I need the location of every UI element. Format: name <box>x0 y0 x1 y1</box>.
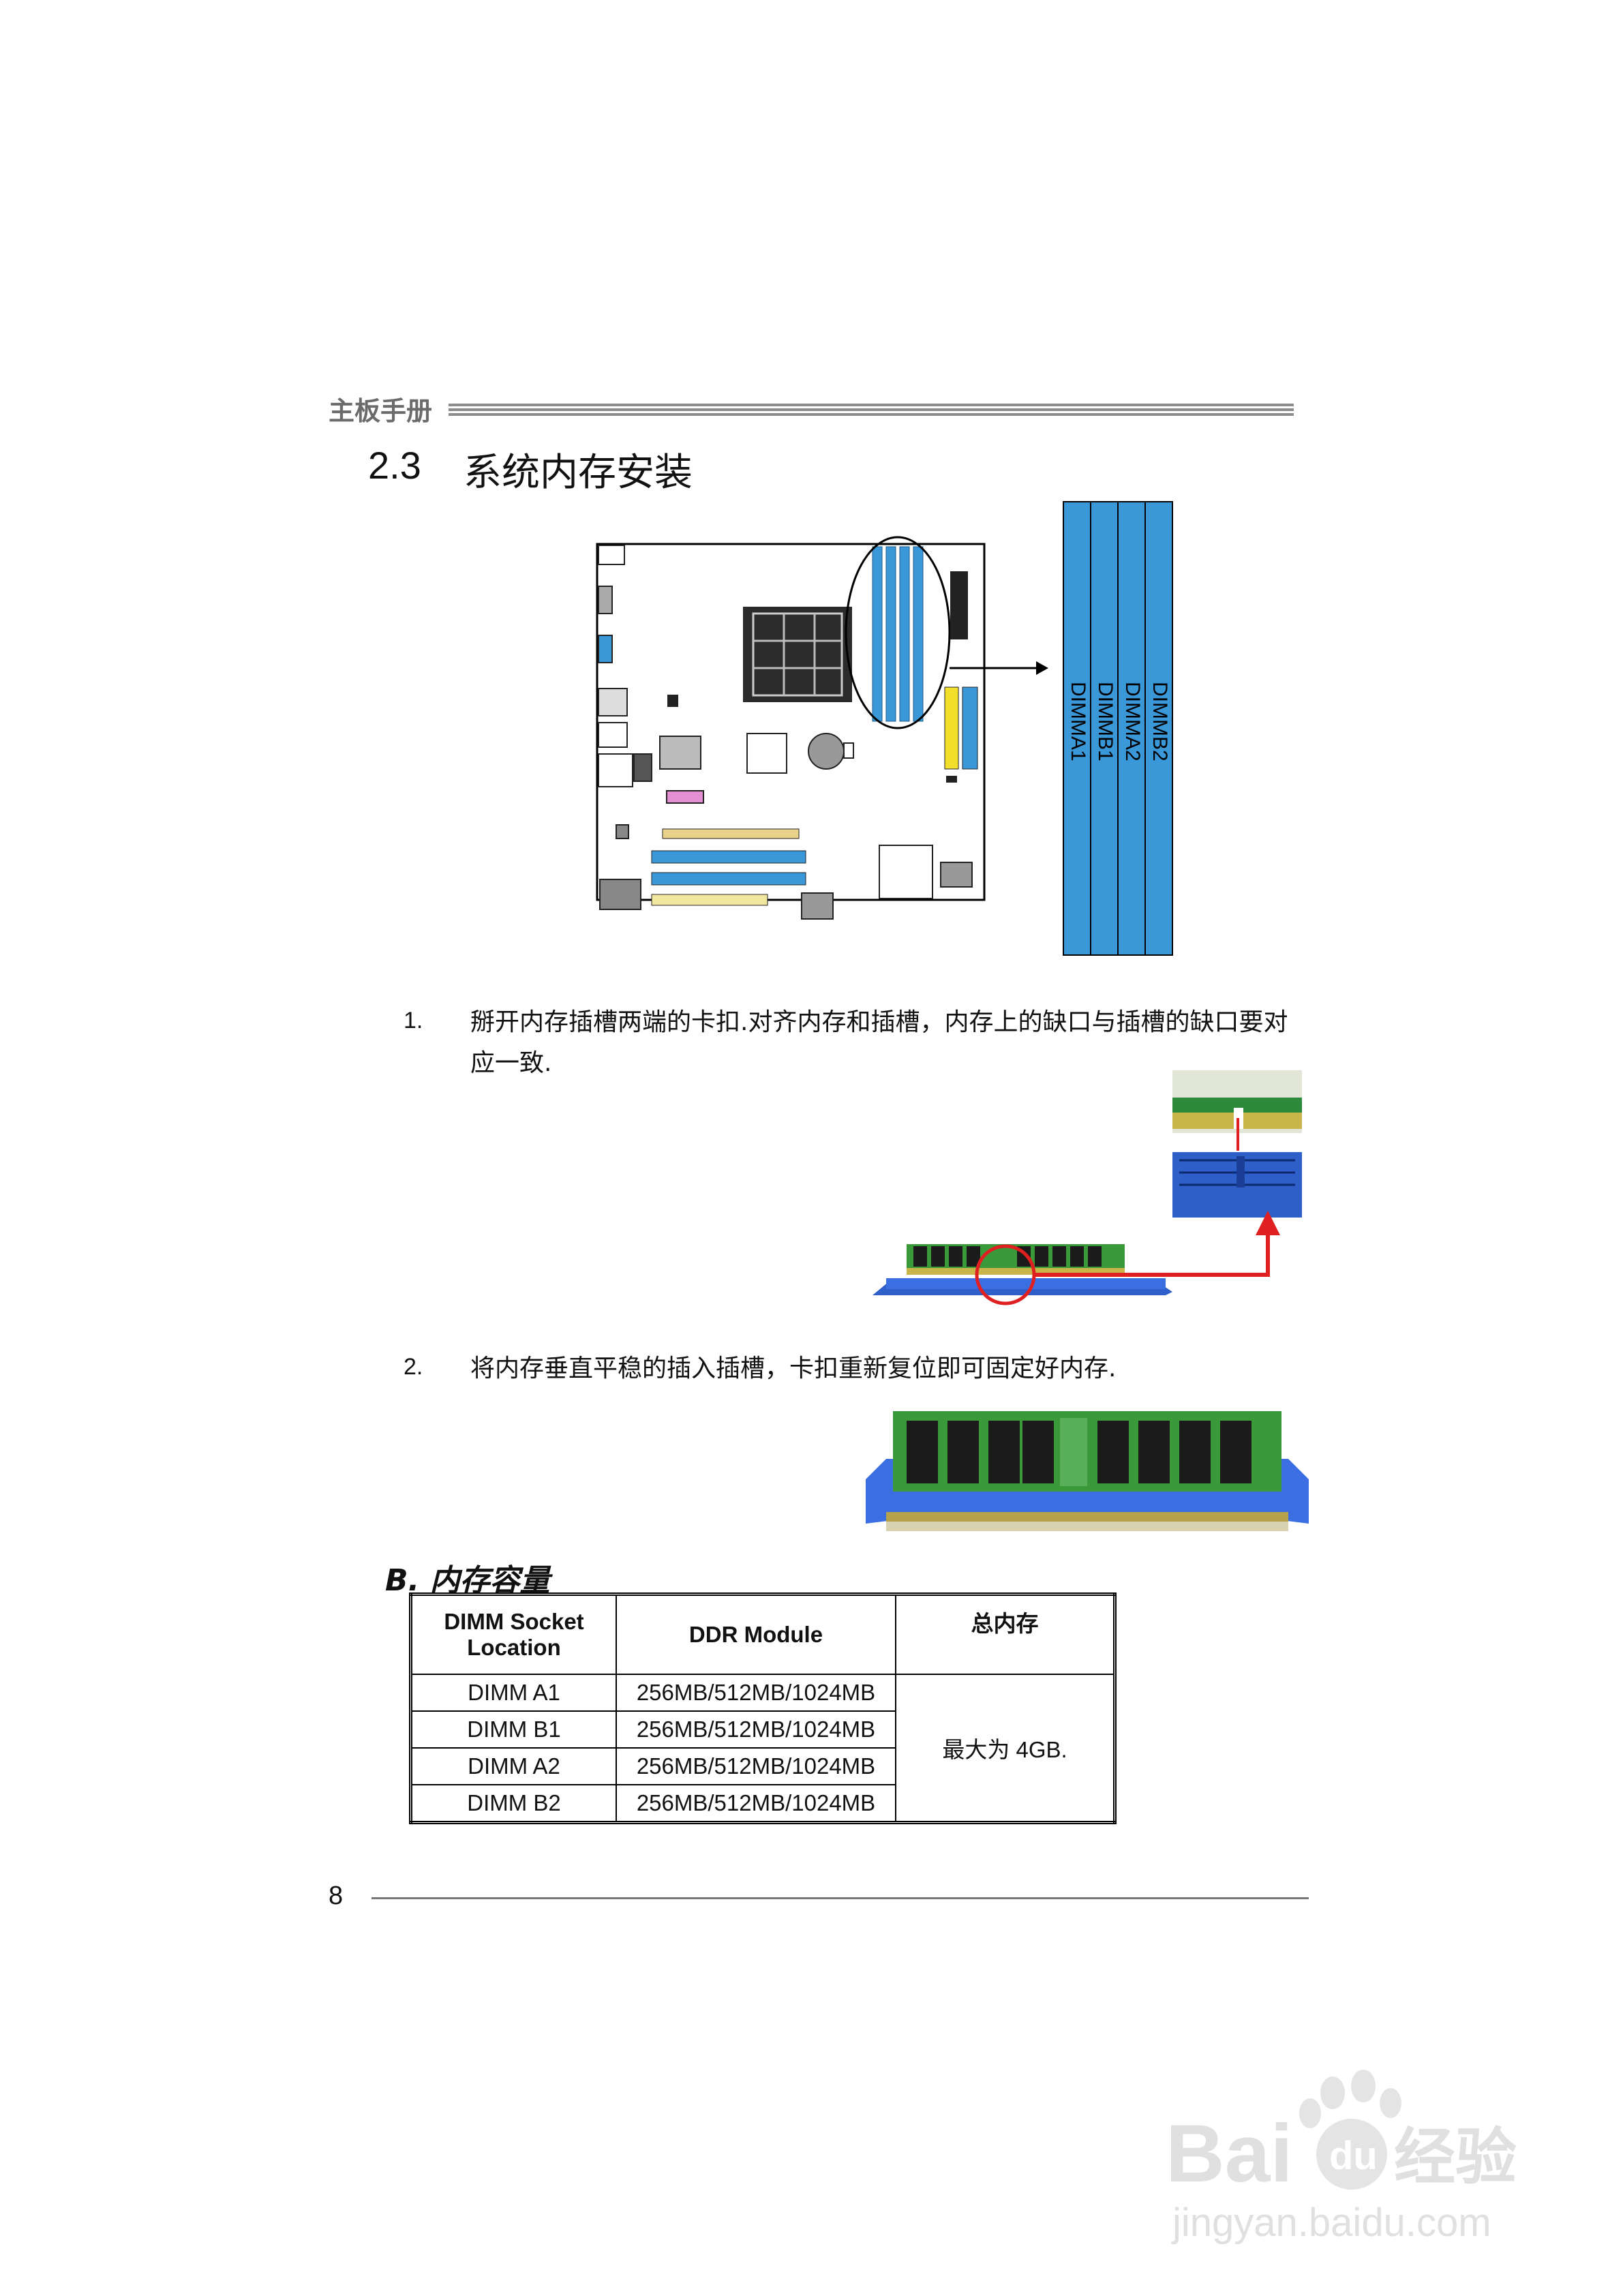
memory-chip <box>1022 1421 1054 1483</box>
memory-chip <box>988 1421 1020 1483</box>
header-location: DIMM Socket Location <box>410 1593 617 1675</box>
pointer-arrow <box>950 661 1048 675</box>
step-1-photo <box>873 1070 1302 1305</box>
baidu-watermark: Bai du 经验 jingyan.baidu.com <box>1166 2070 1517 2245</box>
slot-label-dimma2: DIMMA2 <box>1121 682 1144 761</box>
cpu-socket <box>743 607 852 702</box>
ide-connectors <box>944 571 978 783</box>
expansion-slots <box>651 828 806 906</box>
header-module: DDR Module <box>616 1593 896 1675</box>
memory-chip <box>1097 1421 1129 1483</box>
board-dimm-slots <box>845 536 951 729</box>
row-module: 256MB/512MB/1024MB <box>616 1784 896 1824</box>
slot-label-dimmb1: DIMMB1 <box>1094 682 1117 761</box>
notch-highlight-circle <box>975 1244 1036 1305</box>
table-row: DIMM B2 256MB/512MB/1024MB <box>410 1784 1115 1824</box>
watermark-brand-tail: du <box>1329 2134 1378 2178</box>
section-title: 系统内存安装 <box>464 451 693 495</box>
row-location: DIMM B1 <box>410 1710 617 1749</box>
memory-chip <box>1220 1421 1252 1483</box>
row-module: 256MB/512MB/1024MB <box>616 1674 896 1712</box>
memory-chip <box>1138 1421 1170 1483</box>
capacity-title: B. 内存容量 <box>385 1563 550 1598</box>
step-1-text: 掰开内存插槽两端的卡扣.对齐内存和插槽，内存上的缺口与插槽的缺口要对应一致. <box>470 1008 1288 1077</box>
table-row: DIMM B1 256MB/512MB/1024MB <box>410 1710 1115 1749</box>
board-chips <box>599 695 973 920</box>
paw-icon <box>1299 2070 1401 2128</box>
seated-memory-module <box>893 1411 1281 1500</box>
header-total: 总内存 <box>895 1593 1116 1675</box>
watermark-product: 经验 <box>1394 2121 1517 2193</box>
slot-label-dimmb2: DIMMB2 <box>1149 682 1171 761</box>
step-1-number: 1. <box>404 1008 423 1033</box>
memory-chip <box>1179 1421 1211 1483</box>
total-capacity: 最大为 4GB. <box>895 1674 1116 1824</box>
step-2-number: 2. <box>404 1354 423 1380</box>
row-location: DIMM A1 <box>410 1674 617 1712</box>
memory-capacity-table: DIMM Socket Location DDR Module 总内存 DIMM… <box>409 1592 1117 1824</box>
notch-zoom-inset <box>1172 1070 1302 1218</box>
enlarged-slot-dimmb2 <box>1144 501 1173 956</box>
watermark-brand: Bai <box>1166 2108 1293 2199</box>
paw-pad-icon <box>1316 2119 1387 2190</box>
table-row: DIMM A1 256MB/512MB/1024MB 最大为 4GB. <box>410 1674 1116 1824</box>
page-number: 8 <box>329 1882 344 1910</box>
watermark-url: jingyan.baidu.com <box>1171 2201 1491 2245</box>
memory-module <box>907 1244 1125 1275</box>
section-number: 2.3 <box>368 444 421 487</box>
header-label: 主板手册 <box>329 396 433 426</box>
red-arrowhead <box>1256 1211 1280 1235</box>
table-row: DIMM A2 256MB/512MB/1024MB <box>410 1747 1115 1785</box>
enlarged-slot-dimma2 <box>1117 501 1146 956</box>
memory-slot <box>873 1278 1172 1295</box>
footer-rule <box>371 1897 1309 1899</box>
row-location: DIMM B2 <box>410 1784 617 1824</box>
memory-chip <box>947 1421 979 1483</box>
header-rule <box>449 404 1294 417</box>
back-panel-connectors <box>598 545 652 787</box>
seated-memory-slot <box>866 1459 1309 1531</box>
table-header-row: DIMM Socket Location DDR Module 总内存 <box>410 1593 1116 1675</box>
row-module: 256MB/512MB/1024MB <box>616 1747 896 1785</box>
row-location: DIMM A2 <box>410 1747 617 1785</box>
step-2-photo <box>866 1411 1309 1531</box>
enlarged-slot-dimma1 <box>1063 501 1091 956</box>
row-module: 256MB/512MB/1024MB <box>616 1710 896 1749</box>
enlarged-slot-dimmb1 <box>1090 501 1119 956</box>
step-2-text: 将内存垂直平稳的插入插槽，卡扣重新复位即可固定好内存. <box>470 1355 1117 1383</box>
dimm-highlight-ellipse <box>845 536 951 729</box>
slot-label-dimma1: DIMMA1 <box>1067 682 1089 761</box>
memory-chip <box>907 1421 938 1483</box>
red-arrow <box>1035 1234 1270 1277</box>
